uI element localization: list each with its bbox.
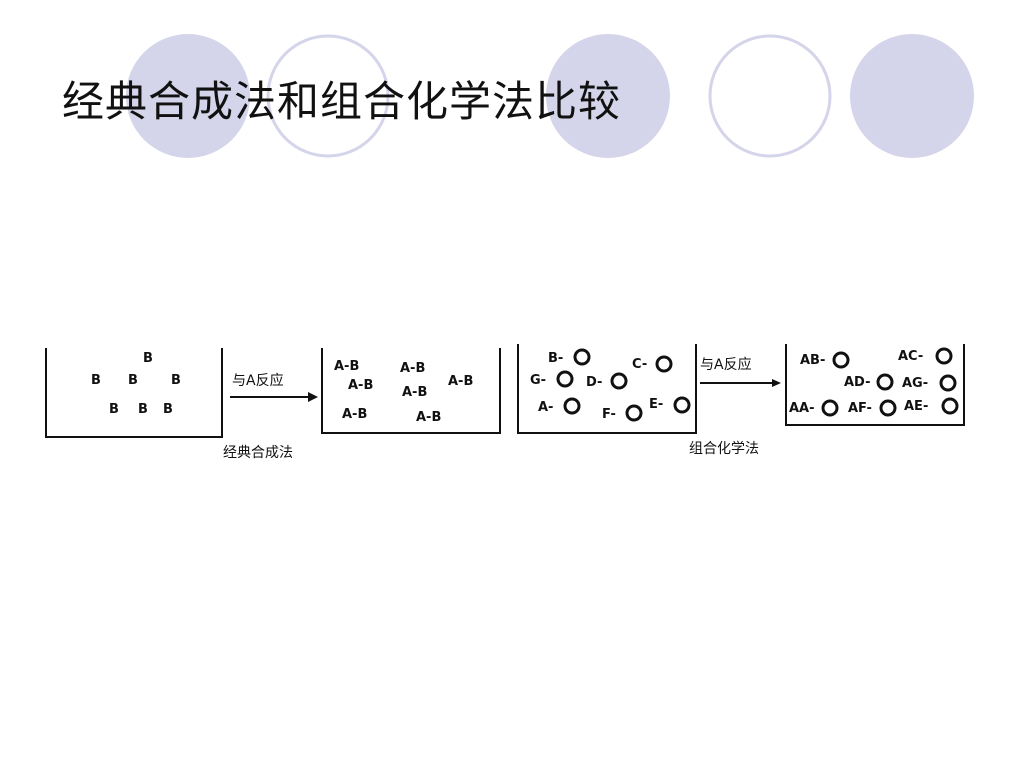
bead-label: A- [538,400,553,415]
resin-bead [876,373,894,391]
bead-label: AA- [789,401,815,416]
deco-circle-outline [266,34,390,158]
deco-circle-outline [708,34,832,158]
bead-label: AG- [902,376,928,391]
reagent-label: B [171,373,181,388]
reagent-label: B [143,351,153,366]
combinatorial-caption: 组合化学法 [689,441,759,457]
resin-bead [879,399,897,417]
resin-bead [673,396,691,414]
resin-bead [573,348,591,366]
resin-bead [556,370,574,388]
deco-circle-filled [546,34,670,158]
box-outline [45,348,223,438]
resin-bead [610,372,628,390]
resin-bead [563,397,581,415]
arrow-label: 与A反应 [232,372,284,389]
classical-before-box: B B B B B B B [45,348,223,438]
resin-bead [941,397,959,415]
arrow-label: 与A反应 [700,356,752,373]
classical-reaction-arrow: 与A反应 [230,372,318,402]
bead-label: G- [530,373,546,388]
bead-label: AE- [904,399,928,414]
product-label: A-B [348,378,373,393]
reagent-label: B [128,373,138,388]
bead-label: F- [602,407,616,422]
bead-label: E- [649,397,663,412]
combinatorial-after-box: AB- AC- AD- AG- AA- AF- AE- [785,344,965,426]
combinatorial-reaction-arrow: 与A反应 [700,356,781,387]
resin-bead [625,404,643,422]
slide-title: 经典合成法和组合化学法比较 [62,77,622,126]
bead-label: C- [632,357,647,372]
classical-after-box: A-B A-B A-B A-B A-B A-B A-B [321,348,501,434]
reagent-label: B [109,402,119,417]
bead-label: AD- [844,375,871,390]
product-label: A-B [402,385,427,400]
resin-bead [939,374,957,392]
bead-label: AC- [898,349,923,364]
product-label: A-B [416,410,441,425]
decorative-circles [126,34,974,158]
reagent-label: B [91,373,101,388]
bead-label: AF- [848,401,872,416]
combinatorial-before-box: B- C- G- D- A- F- E- [517,344,697,434]
product-label: A-B [400,361,425,376]
resin-bead [821,399,839,417]
bead-label: AB- [800,353,825,368]
arrow-head [308,392,318,402]
reagent-label: B [163,402,173,417]
box-outline [517,344,697,434]
classical-caption: 经典合成法 [223,445,293,461]
product-label: A-B [342,407,367,422]
bead-label: B- [548,351,563,366]
product-label: A-B [448,374,473,389]
resin-bead [935,347,953,365]
product-label: A-B [334,359,359,374]
box-outline [785,344,965,426]
box-outline [321,348,501,434]
resin-bead [832,351,850,369]
bead-label: D- [586,375,602,390]
reagent-label: B [138,402,148,417]
deco-circle-filled [126,34,250,158]
arrow-head [772,379,781,387]
resin-bead [655,355,673,373]
deco-circle-filled [850,34,974,158]
